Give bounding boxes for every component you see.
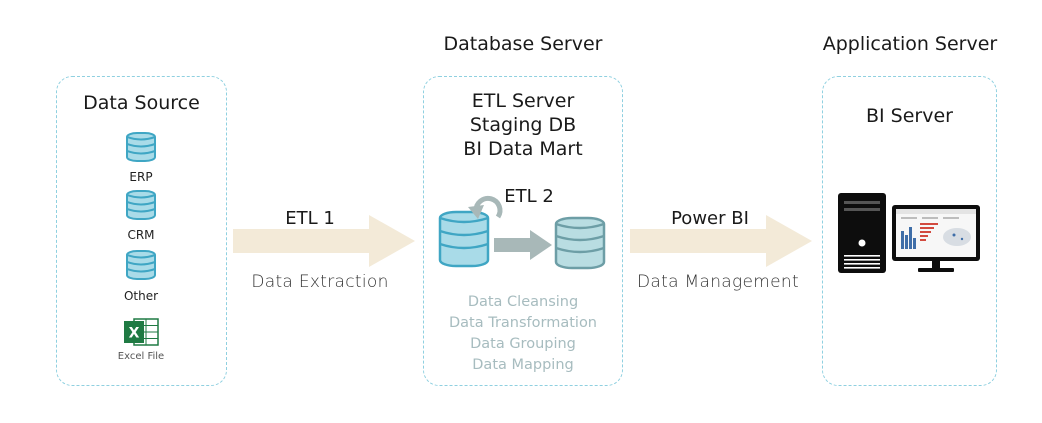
server-tower-icon — [838, 193, 886, 273]
etl-steps-list: Data Cleansing Data Transformation Data … — [423, 292, 623, 376]
database-server-heading: Database Server — [443, 33, 603, 55]
etl1-arrow — [233, 215, 415, 267]
excel-file-label: Excel File — [117, 351, 165, 362]
step-data-transformation: Data Transformation — [448, 315, 598, 331]
source-database-icon — [438, 210, 490, 268]
step-data-cleansing: Data Cleansing — [467, 294, 579, 310]
target-database-icon — [554, 216, 606, 270]
database-icon — [126, 132, 156, 162]
etl1-title: ETL 1 — [285, 208, 335, 229]
application-server-heading: Application Server — [822, 33, 998, 55]
erp-label: ERP — [129, 170, 153, 184]
crm-label: CRM — [127, 228, 155, 242]
etl-server-line: ETL Server — [471, 90, 575, 112]
database-icon — [126, 190, 156, 220]
dashboard-monitor-icon — [892, 205, 980, 272]
data-source-title: Data Source — [83, 92, 200, 114]
etl1-caption: Data Extraction — [251, 272, 389, 292]
other-label: Other — [123, 289, 159, 303]
power-bi-title: Power BI — [671, 208, 749, 229]
etl2-arrow-icon — [494, 230, 552, 260]
bi-server-title: BI Server — [866, 105, 953, 127]
power-bi-caption: Data Management — [637, 272, 799, 292]
step-data-grouping: Data Grouping — [470, 336, 576, 352]
database-icon — [126, 250, 156, 280]
etl2-label: ETL 2 — [504, 186, 554, 207]
power-bi-arrow — [630, 215, 812, 267]
bi-data-mart-line: BI Data Mart — [463, 138, 583, 160]
svg-text:X: X — [129, 326, 140, 342]
database-server-box — [423, 76, 623, 386]
application-server-box — [822, 76, 997, 386]
step-data-mapping: Data Mapping — [472, 357, 574, 373]
data-source-box — [56, 76, 227, 386]
staging-db-line: Staging DB — [469, 114, 577, 136]
excel-icon: X — [124, 318, 159, 346]
refresh-arrow-icon — [468, 195, 503, 219]
